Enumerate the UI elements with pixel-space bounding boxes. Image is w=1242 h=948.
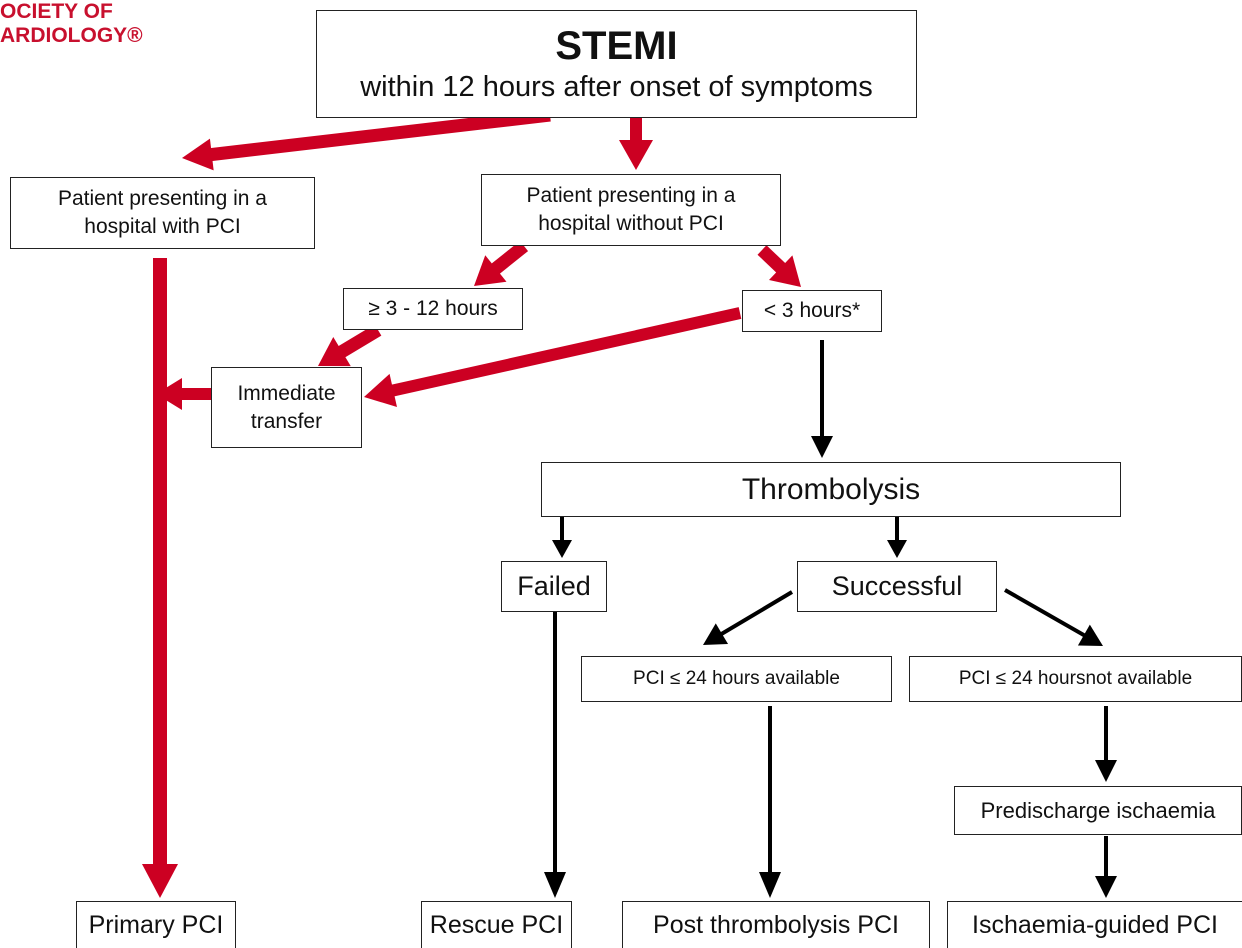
arrow-stemi-to-hospital-without-pci: [619, 118, 653, 170]
time-3-12-hours-label: ≥ 3 - 12 hours: [368, 297, 498, 320]
predischarge-ischaemia-label: Predischarge ischaemia: [980, 797, 1216, 823]
rescue-pci-node: Rescue PCI: [421, 901, 572, 948]
arrow-head: [811, 436, 833, 458]
hospital-with-pci-line-2: hospital with PCI: [84, 215, 241, 238]
successful-label: Successful: [831, 571, 963, 601]
arrow-successful-to-pci-not-available: [1004, 588, 1103, 646]
arrow-head: [768, 255, 801, 287]
arrow-head: [1095, 760, 1117, 782]
hospital-with-pci-line-1: Patient presenting in a: [58, 187, 267, 210]
predischarge-ischaemia-node: Predischarge ischaemia: [954, 786, 1242, 835]
arrow-head: [552, 540, 572, 558]
society-logo: OCIETY OF ARDIOLOGY®: [0, 0, 143, 48]
arrow-shaft: [390, 307, 742, 397]
arrow-head: [619, 140, 653, 170]
immediate-transfer-line-2: transfer: [250, 409, 323, 433]
stemi-subtitle: within 12 hours after onset of symptoms: [360, 71, 873, 103]
arrow-shaft: [490, 240, 529, 275]
pci-not-available-label: PCI ≤ 24 hoursnot available: [958, 668, 1193, 689]
failed-label: Failed: [517, 571, 591, 601]
arrow-time-lt3-to-immediate-transfer: [364, 307, 742, 408]
arrow-head: [1077, 624, 1103, 646]
arrow-head: [142, 864, 178, 898]
ischaemia-guided-pci-label: Ischaemia-guided PCI: [972, 910, 1218, 939]
time-under-3-hours-node: < 3 hours*: [742, 290, 882, 332]
arrow-successful-to-pci-available: [703, 590, 794, 645]
arrow-stemi-to-hospital-with-pci: [182, 108, 551, 171]
arrow-thrombolysis-to-successful: [887, 517, 907, 558]
logo-line-2: ARDIOLOGY®: [0, 24, 143, 47]
arrow-head: [887, 540, 907, 558]
time-3-12-hours-node: ≥ 3 - 12 hours: [343, 288, 523, 330]
post-thrombolysis-pci-label: Post thrombolysis PCI: [653, 910, 899, 939]
post-thrombolysis-pci-node: Post thrombolysis PCI: [622, 901, 930, 948]
time-under-3-hours-label: < 3 hours*: [763, 299, 861, 322]
arrow-head: [474, 255, 507, 286]
hospital-with-pci-node: Patient presenting in a hospital with PC…: [10, 177, 315, 249]
arrow-time-lt3-to-thrombolysis: [811, 340, 833, 458]
arrow-time-3-12-to-immediate-transfer: [318, 324, 382, 367]
primary-pci-label: Primary PCI: [88, 910, 224, 939]
hospital-without-pci-line-1: Patient presenting in a: [526, 184, 736, 207]
arrow-head: [703, 623, 729, 645]
arrow-head: [156, 378, 182, 410]
failed-node: Failed: [501, 561, 607, 612]
hospital-without-pci-node: Patient presenting in a hospital without…: [481, 174, 781, 246]
arrow-pci-available-to-post-thrombolysis-pci: [759, 706, 781, 898]
pci-not-available-node: PCI ≤ 24 hoursnot available: [909, 656, 1242, 702]
arrow-hospital-without-pci-to-time-3-12: [474, 240, 529, 286]
immediate-transfer-node: Immediate transfer: [211, 367, 362, 448]
arrow-head: [182, 138, 214, 171]
arrow-hospital-without-pci-to-time-lt3: [757, 245, 801, 287]
arrow-thrombolysis-to-failed: [552, 517, 572, 558]
arrow-shaft: [719, 590, 794, 637]
hospital-without-pci-line-2: hospital without PCI: [538, 212, 724, 235]
successful-node: Successful: [797, 561, 997, 612]
arrow-head: [1095, 876, 1117, 898]
arrow-predischarge-to-ischaemia-guided-pci: [1095, 836, 1117, 898]
arrow-shaft: [336, 324, 382, 359]
arrow-pci-not-available-to-predischarge: [1095, 706, 1117, 782]
pci-available-node: PCI ≤ 24 hours available: [581, 656, 892, 702]
pci-available-label: PCI ≤ 24 hours available: [633, 668, 840, 689]
thrombolysis-label: Thrombolysis: [741, 472, 921, 506]
arrow-head: [364, 373, 397, 408]
rescue-pci-label: Rescue PCI: [429, 910, 564, 939]
arrow-head: [318, 337, 351, 367]
arrow-hospital-with-pci-to-primary-pci: [142, 258, 178, 898]
arrow-head: [759, 872, 781, 898]
logo-line-1: OCIETY OF: [0, 0, 113, 23]
immediate-transfer-line-1: Immediate: [237, 381, 336, 405]
arrow-shaft: [209, 108, 551, 162]
ischaemia-guided-pci-node: Ischaemia-guided PCI: [947, 901, 1242, 948]
primary-pci-node: Primary PCI: [76, 901, 236, 948]
arrow-head: [544, 872, 566, 898]
thrombolysis-node: Thrombolysis: [541, 462, 1121, 517]
arrow-shaft: [1004, 588, 1087, 638]
arrow-failed-to-rescue-pci: [544, 612, 566, 898]
stemi-title: STEMI: [555, 24, 678, 68]
arrow-shaft: [757, 245, 787, 274]
stemi-node: STEMI within 12 hours after onset of sym…: [316, 10, 917, 118]
